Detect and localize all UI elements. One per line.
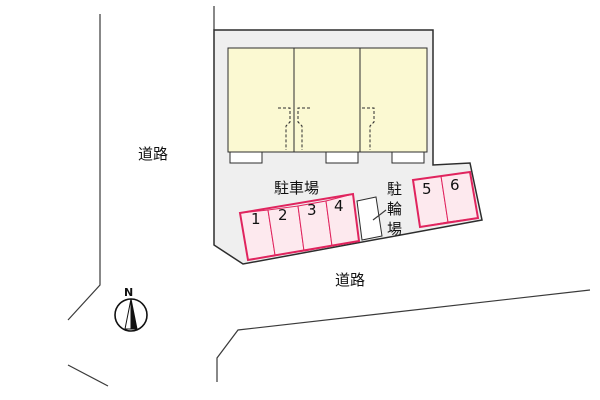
road-lines: [67, 6, 591, 387]
parking-group-left: [238, 192, 361, 262]
bike-parking-pointer: [372, 209, 387, 221]
bike-parking-area: [356, 196, 383, 241]
parking-number-1: 1: [251, 210, 261, 228]
stair-3: [362, 107, 375, 150]
parking-number-6: 6: [450, 176, 460, 194]
road-bottom-edge: [216, 289, 591, 382]
bike-parking: [356, 196, 387, 241]
building: [227, 47, 428, 164]
balcony-3: [391, 151, 425, 164]
stair-1: [278, 107, 291, 150]
parking-group-left-outline: [238, 192, 361, 262]
parking-number-3: 3: [307, 201, 317, 219]
road-left-edge: [67, 14, 101, 321]
road-label-left: 道路: [138, 145, 168, 163]
north-arrow-icon: N: [114, 286, 148, 332]
road-corner-edge: [67, 364, 109, 387]
balcony-2: [325, 151, 359, 164]
building-unit-3: [359, 47, 428, 153]
road-label-bottom: 道路: [335, 271, 365, 289]
balcony-1: [229, 151, 263, 164]
parking-label: 駐車場: [274, 179, 319, 197]
parking-group-right: [411, 170, 480, 229]
parking-group-right-outline: [411, 170, 480, 229]
north-arrow-needle-right: [130, 298, 138, 330]
bike-parking-label-1: 駐: [387, 180, 402, 198]
bike-parking-label-2: 輪: [387, 200, 402, 218]
stair-2: [297, 107, 310, 150]
bike-parking-label-3: 場: [387, 220, 402, 238]
parking-number-5: 5: [422, 180, 432, 198]
north-label: N: [124, 286, 133, 299]
parking-number-2: 2: [278, 206, 288, 224]
parking-number-4: 4: [334, 197, 344, 215]
building-unit-1: [227, 47, 295, 153]
building-unit-2: [293, 47, 361, 153]
